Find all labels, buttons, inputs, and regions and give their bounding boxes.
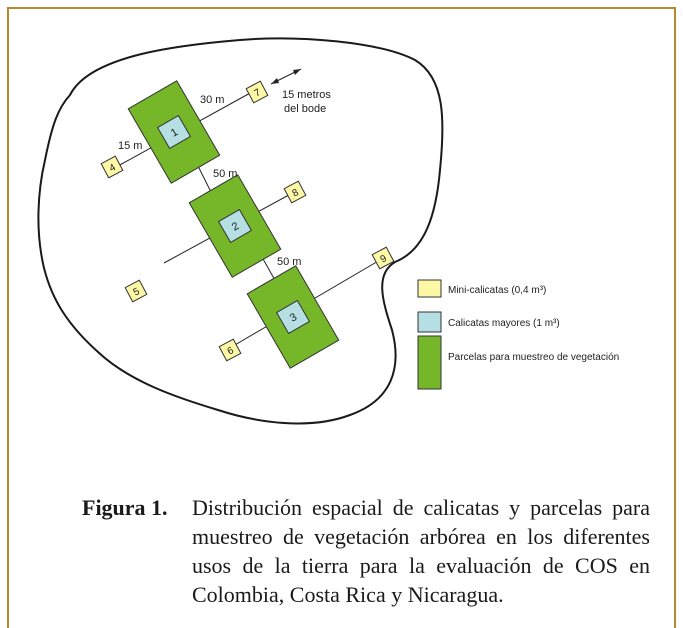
distance-label-50m-a: 50 m bbox=[213, 168, 237, 180]
edge-note-line-1: 15 metros bbox=[282, 89, 331, 101]
large-pit bbox=[156, 114, 192, 150]
legend: Mini-calicatas (0,4 m³) Calicatas mayore… bbox=[417, 279, 619, 390]
legend-swatch-large-pit bbox=[417, 311, 442, 333]
distance-label-15m: 15 m bbox=[118, 140, 142, 152]
mini-pit-7: 7 bbox=[245, 80, 269, 104]
legend-label-mini-pit: Mini-calicatas (0,4 m³) bbox=[448, 285, 546, 296]
caption-label: Figura 1. bbox=[82, 495, 168, 520]
mini-pit-4: 4 bbox=[100, 155, 124, 179]
legend-swatch-mini-pit bbox=[417, 279, 442, 298]
svg-text:5: 5 bbox=[132, 286, 142, 299]
plot-1: 1 bbox=[127, 80, 221, 184]
svg-text:8: 8 bbox=[291, 187, 301, 200]
arrowhead-icon bbox=[293, 69, 301, 75]
large-pit bbox=[275, 299, 311, 335]
plot-2: 2 bbox=[188, 174, 282, 278]
mini-pit-9: 9 bbox=[371, 246, 395, 270]
legend-label-large-pit: Calicatas mayores (1 m³) bbox=[448, 318, 560, 329]
svg-text:9: 9 bbox=[379, 253, 389, 266]
mini-pit-6: 6 bbox=[218, 338, 242, 362]
edge-note-line-2: del bode bbox=[284, 103, 326, 115]
mini-pit-5: 5 bbox=[124, 279, 148, 303]
arrowhead-icon bbox=[271, 78, 279, 84]
plot-3: 3 bbox=[246, 265, 340, 369]
distance-label-50m-b: 50 m bbox=[277, 256, 301, 268]
svg-text:4: 4 bbox=[108, 162, 118, 175]
mini-pit-8: 8 bbox=[283, 180, 307, 204]
large-pit bbox=[217, 208, 253, 244]
legend-label-vegetation-plot: Parcelas para muestreo de vegetación bbox=[448, 352, 619, 363]
svg-text:7: 7 bbox=[253, 87, 263, 100]
caption-text: Distribución espacial de calicatas y par… bbox=[192, 495, 650, 607]
frame-border bbox=[7, 7, 676, 628]
plot-label: 3 bbox=[288, 311, 299, 324]
plot-label: 1 bbox=[169, 126, 180, 139]
plot-label: 2 bbox=[230, 220, 241, 233]
svg-text:6: 6 bbox=[226, 345, 236, 358]
distance-label-30m: 30 m bbox=[200, 94, 224, 106]
legend-swatch-vegetation-plot bbox=[417, 335, 442, 390]
